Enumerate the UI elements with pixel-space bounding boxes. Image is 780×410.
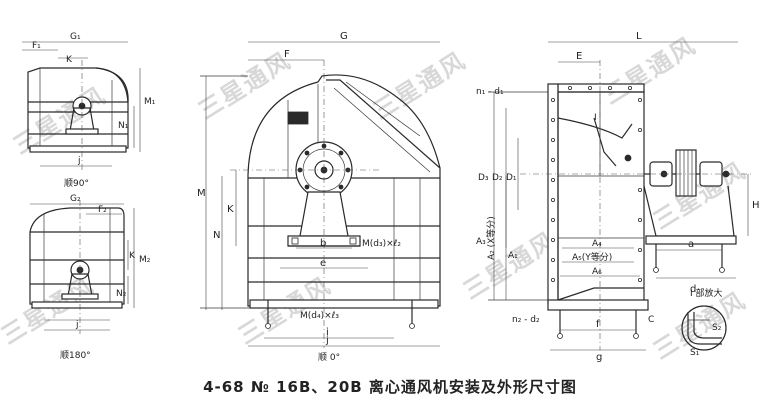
caption-rot0: 顺 0° xyxy=(318,352,340,363)
view-rot0: G F M N K b e M(d₃)×ℓ₂ M(d₄)×ℓ₃ i j 顺 0° xyxy=(197,31,441,363)
dim-j-180: j xyxy=(75,320,79,330)
dim-f2: F₂ xyxy=(98,205,107,215)
dim-j: j xyxy=(77,156,81,166)
dim-a1: A₁ xyxy=(508,251,518,261)
dim-n2-d2: n₂ - d₂ xyxy=(512,315,540,325)
detail-s1: S₁ xyxy=(690,348,700,358)
dim-g2: G₂ xyxy=(70,194,81,204)
dim-b: b xyxy=(320,238,326,249)
dim-a2: A₂ (X等分) xyxy=(485,216,497,260)
dim-m: M xyxy=(197,188,206,199)
dim-n: N xyxy=(213,230,220,241)
dim-n1: N₁ xyxy=(118,121,129,131)
dim-a3: A₃ xyxy=(476,237,486,247)
caption-rot90: 顺90° xyxy=(64,178,89,189)
dim-d: d xyxy=(690,284,696,295)
dim-k: K xyxy=(66,55,73,65)
dim-i-mark: I xyxy=(594,113,597,123)
dim-g: G xyxy=(340,31,348,42)
dim-f1: F₁ xyxy=(32,41,41,51)
watermark-7: 三星通风 xyxy=(598,31,701,110)
dim-g1: G₁ xyxy=(70,32,81,42)
pulley xyxy=(675,149,697,197)
dim-f: F xyxy=(284,49,290,60)
dim-m2: M₂ xyxy=(139,255,151,265)
dim-k-0: K xyxy=(227,204,234,215)
view-side: L E n₁ - d₁ n₂ - d₂ D₃ D₂ D₁ A₃ A₂ (X等分)… xyxy=(476,31,760,363)
anchor-bolts xyxy=(265,237,415,329)
drawing-title: 4-68 № 16B、20B 离心通风机安装及外形尺寸图 xyxy=(203,378,577,396)
flange-rivets xyxy=(551,86,643,282)
dim-g-side: g xyxy=(596,352,602,363)
dim-a6: A₆ xyxy=(592,267,602,277)
detail-i: I 部放大 S₁ S₂ xyxy=(681,287,727,358)
dim-a5: A₅(Y等分) xyxy=(572,251,612,263)
view-rot180: G₂ F₂ K M₂ N₂ j 顺180° xyxy=(29,194,151,361)
detail-s2: S₂ xyxy=(712,323,722,333)
dim-n1-d1: n₁ - d₁ xyxy=(476,87,504,97)
dim-e-side: E xyxy=(576,51,582,62)
watermark-5: 三星通风 xyxy=(368,46,471,125)
dim-a: a xyxy=(688,239,694,250)
dim-j-0: j xyxy=(325,335,329,346)
dim-f-side: f xyxy=(596,319,600,330)
dim-d2: D₂ xyxy=(492,173,503,183)
detail-caption: I 部放大 xyxy=(690,287,723,299)
dim-c: C xyxy=(648,315,654,325)
dim-bolt-d4: M(d₄)×ℓ₃ xyxy=(300,311,339,321)
dim-i: i xyxy=(326,327,329,338)
dim-d3: D₃ xyxy=(478,173,489,183)
dim-k-180: K xyxy=(129,251,136,261)
caption-rot180: 顺180° xyxy=(60,350,91,361)
dim-l: L xyxy=(636,31,642,42)
watermark-6: 三星通风 xyxy=(458,226,561,305)
view-rot90: G₁ F₁ K M₁ N₁ j 顺90° xyxy=(22,32,156,189)
dim-n2: N₂ xyxy=(116,289,127,299)
dim-bolt-d3: M(d₃)×ℓ₂ xyxy=(362,239,401,249)
watermark-3: 三星通风 xyxy=(193,46,296,125)
dim-h: H xyxy=(752,200,760,211)
watermark-2: 三星通风 xyxy=(0,271,99,350)
watermarks: 三星通风 三星通风 三星通风 三星通风 三星通风 三星通风 三星通风 三星通风 … xyxy=(0,31,751,365)
dim-e: e xyxy=(320,258,326,269)
dim-d1: D₁ xyxy=(506,173,517,183)
dim-a4: A₄ xyxy=(592,239,602,249)
dim-m1: M₁ xyxy=(144,97,156,107)
